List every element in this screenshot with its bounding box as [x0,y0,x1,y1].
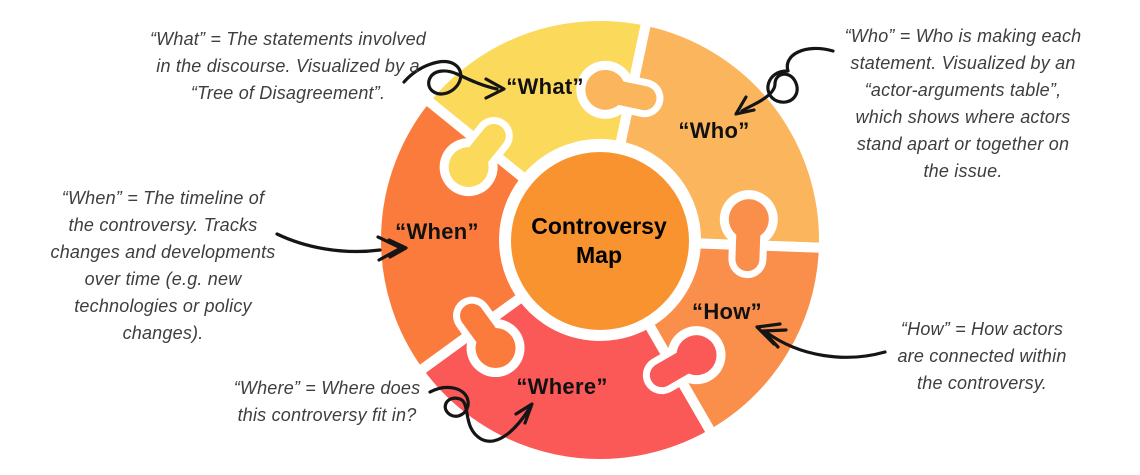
where-annotation: “Where” = Where does this controversy fi… [233,378,421,425]
when-annotation: “When” = The timeline of the controversy… [50,188,276,343]
who-annotation: “Who” = Who is making each statement. Vi… [844,26,1082,181]
what-piece-label: “What” [506,74,584,99]
how-piece-label: “How” [692,299,762,324]
how-puzzle-knob [728,199,769,240]
who-piece-label: “Who” [678,118,750,143]
when-piece-label: “When” [395,219,479,244]
how-arrow [755,322,887,359]
how-puzzle-piece [643,238,829,439]
controversy-map-center-circle [511,152,689,330]
puzzle-knobs-layer [439,60,778,395]
when-puzzle-knob [475,328,516,369]
what-puzzle-knob [448,147,489,188]
where-piece-label: “Where” [516,374,608,399]
what-annotation: “What” = The statements involved in the … [149,29,426,103]
when-arrow [275,232,408,262]
controversy-map-center-label: Controversy Map [531,213,667,268]
where-puzzle-knob [676,335,717,376]
center-circle-layer [511,152,689,330]
who-arrow [734,46,835,116]
who-puzzle-piece [614,15,829,253]
where-arrow [428,385,534,443]
how-annotation: “How” = How actors are connected within … [897,319,1067,393]
who-puzzle-knob [585,69,626,110]
what-arrow [402,60,506,100]
